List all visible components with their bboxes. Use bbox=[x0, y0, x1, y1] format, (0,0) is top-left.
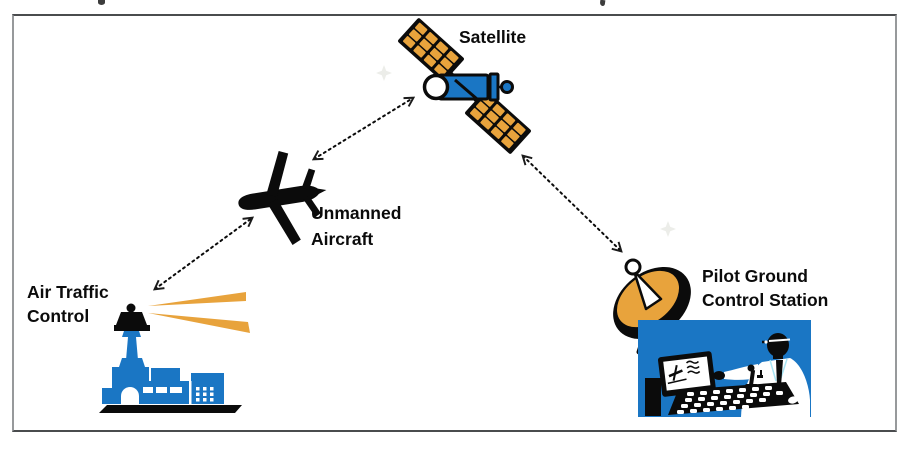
satellite-label: Satellite bbox=[459, 27, 527, 47]
atc-tower-icon bbox=[99, 292, 250, 413]
comm-link-aircraft-satellite bbox=[314, 98, 413, 159]
gcs-console-icon bbox=[638, 320, 811, 417]
sparkle-icon bbox=[660, 221, 676, 237]
pilot-ground-control-station-label: Pilot Ground Control Station bbox=[702, 266, 829, 310]
unmanned-aircraft-icon bbox=[238, 151, 327, 245]
keyboard-icon bbox=[668, 382, 799, 415]
unmanned-aircraft-label: Unmanned Aircraft bbox=[311, 203, 402, 249]
radar-beams-icon bbox=[148, 292, 250, 333]
satellite-icon bbox=[397, 17, 532, 155]
comm-link-satellite-gcs bbox=[523, 156, 621, 251]
ground-line bbox=[99, 405, 242, 413]
air-traffic-control-label: Air Traffic Control bbox=[27, 282, 109, 326]
sparkle-icon bbox=[376, 65, 392, 81]
mouse-icon bbox=[788, 396, 798, 404]
cropped-caption-fragment bbox=[98, 0, 105, 5]
comm-link-atc-aircraft bbox=[155, 218, 252, 289]
solar-panel-top bbox=[397, 17, 465, 83]
